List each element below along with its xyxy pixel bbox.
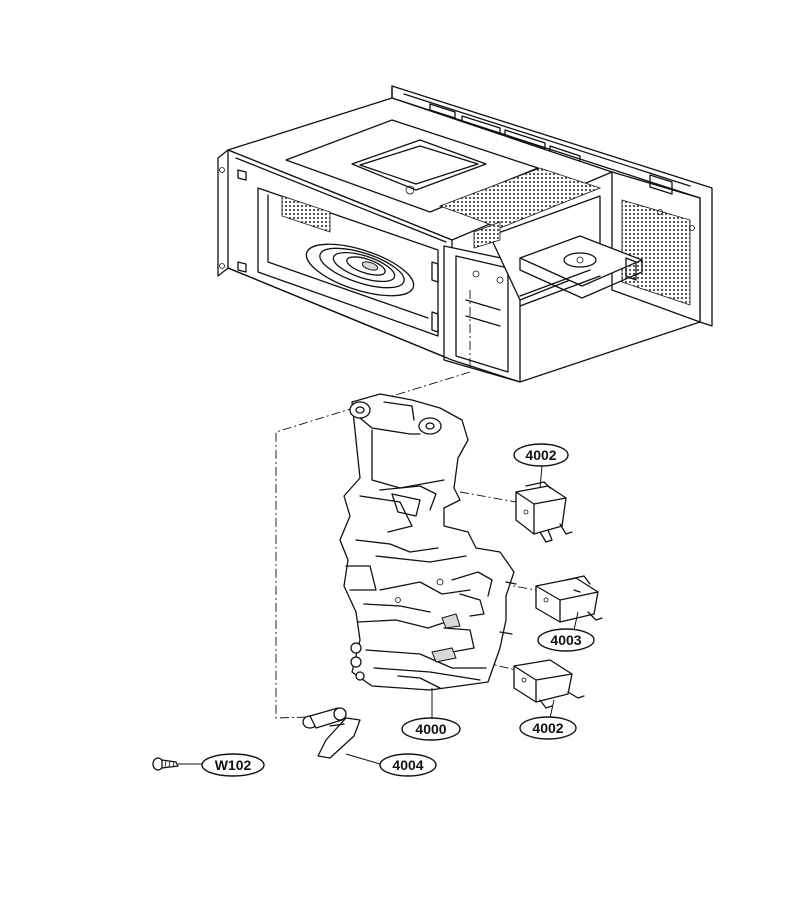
microwave-cavity-assembly xyxy=(217,85,713,383)
callout-label: 4004 xyxy=(392,757,423,773)
callout-label: 4002 xyxy=(525,447,556,463)
door-switch-bracket xyxy=(339,393,517,691)
callout-label: 4002 xyxy=(532,720,563,736)
callout-4002-top: 4002 xyxy=(513,443,569,467)
micro-switch-4002-top xyxy=(515,481,573,543)
callout-4004: 4004 xyxy=(379,753,437,777)
screw-w102 xyxy=(152,757,179,771)
callout-label: 4000 xyxy=(415,721,446,737)
leader-lines xyxy=(178,465,579,765)
callout-4003: 4003 xyxy=(537,628,595,652)
callout-label: 4003 xyxy=(550,632,581,648)
micro-switch-4003 xyxy=(535,575,603,623)
callout-w102: W102 xyxy=(201,753,265,777)
callout-label: W102 xyxy=(215,757,252,773)
micro-switch-4002-bottom xyxy=(513,659,585,709)
door-lever-4004 xyxy=(302,707,361,759)
callout-4000: 4000 xyxy=(401,717,461,741)
callout-4002-bottom: 4002 xyxy=(519,716,577,740)
